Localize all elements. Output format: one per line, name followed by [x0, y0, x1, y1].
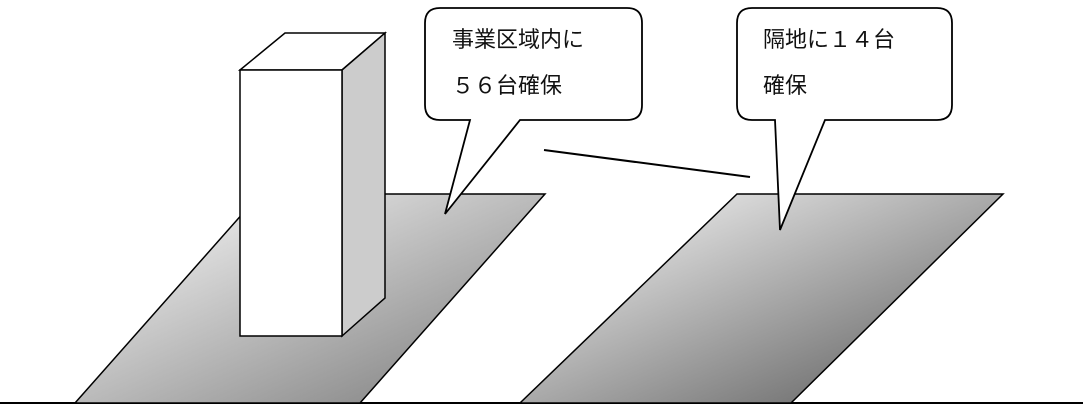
building-side [341, 31, 386, 338]
separator-line [543, 149, 751, 178]
callout-on-site-line2: ５６台確保 [452, 74, 563, 99]
callout-remote-line1: 隔地に１４台 [763, 28, 896, 53]
callout-on-site-line1: 事業区域内に [452, 28, 585, 53]
callout-bubble-remote [736, 7, 953, 231]
building-front [239, 69, 343, 337]
remote-parking-lot [518, 193, 1005, 404]
callout-bubble-on-site [424, 7, 643, 215]
callout-remote-line2: 確保 [763, 74, 808, 99]
building [237, 31, 388, 338]
